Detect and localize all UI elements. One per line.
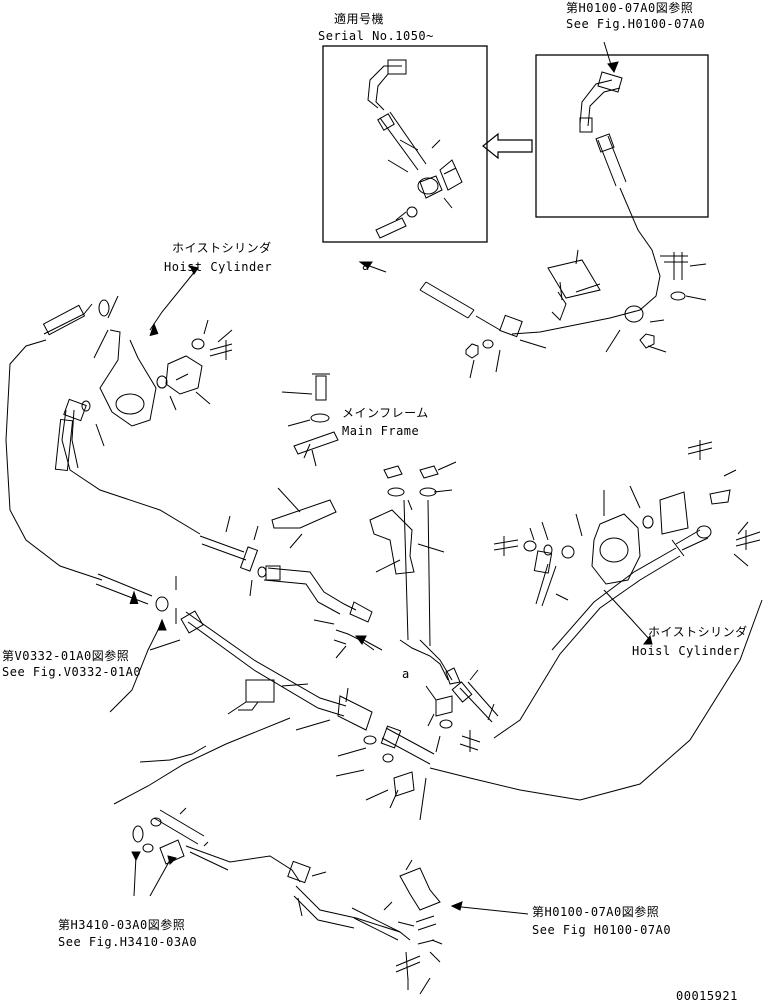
ref-v0332-jp: 第V0332-01A0図参照 — [2, 648, 129, 663]
ref-h3410-en: See Fig.H3410-03A0 — [58, 935, 197, 949]
inset-reference-parts — [579, 71, 627, 187]
lower-left-tube — [113, 610, 373, 805]
leader-lines — [109, 41, 619, 713]
ref-h3410-jp: 第H3410-03A0図参照 — [58, 917, 185, 932]
bottom-left-fittings — [131, 807, 327, 917]
hoist-right-en: Hoisl Cylinder — [632, 644, 740, 658]
main-frame-jp: メインフレーム — [342, 406, 429, 420]
mark-a-mid: a — [402, 667, 410, 681]
inset-box-serial — [322, 45, 488, 243]
ref-h0100-top-jp: 第H0100-07A0図参照 — [566, 0, 693, 15]
ref-h0100-bottom-en: See Fig H0100-07A0 — [532, 923, 671, 937]
upper-right-parts — [358, 187, 707, 379]
main-frame-bracket — [271, 373, 339, 529]
mid-right-fittings — [425, 669, 499, 753]
left-hose-loop — [5, 295, 303, 624]
bottom-right-parts — [293, 859, 529, 995]
drawing-number: 00015921 — [676, 989, 738, 1003]
ref-h0100-bottom-jp: 第H0100-07A0図参照 — [532, 904, 659, 919]
hoist-cylinder-right — [591, 440, 761, 645]
center-vertical-rods — [369, 461, 457, 647]
right-loop-hose — [429, 513, 763, 801]
center-pipe — [263, 565, 461, 685]
inset-box-reference — [535, 54, 709, 218]
lower-center-fittings — [335, 725, 435, 821]
main-frame-en: Main Frame — [342, 424, 419, 438]
hoist-cylinder-left — [99, 265, 233, 427]
hollow-arrow — [482, 132, 533, 160]
serial-label-en: Serial No.1050~ — [318, 29, 434, 43]
ref-v0332-en: See Fig.V0332-01A0 — [2, 665, 141, 679]
hoist-left-jp: ホイストシリンダ — [172, 240, 272, 255]
hoist-left-en: Hoist Cylinder — [164, 260, 272, 274]
ref-h0100-top-en: See Fig.H0100-07A0 — [566, 17, 705, 31]
mark-a-top: a — [362, 259, 370, 273]
hoist-right-jp: ホイストシリンダ — [648, 624, 748, 639]
inset-serial-parts — [367, 59, 463, 239]
serial-label-jp: 適用号機 — [334, 11, 384, 26]
